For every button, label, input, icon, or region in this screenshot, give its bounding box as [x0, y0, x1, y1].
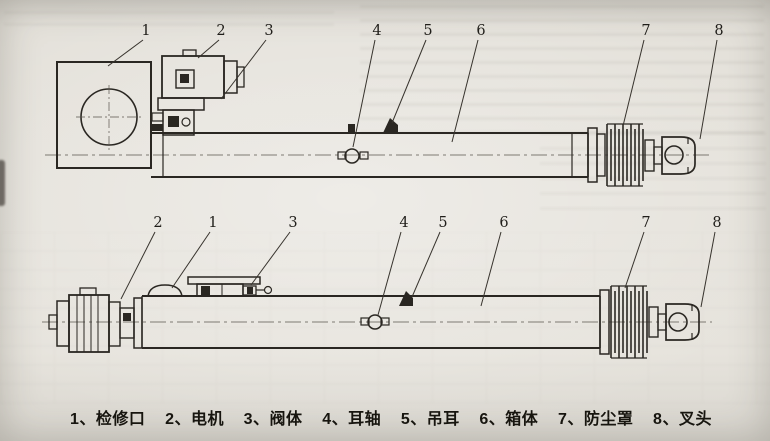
lifting-lug-bottom-view — [399, 291, 413, 306]
callout-bottom-1: 1 — [208, 215, 218, 231]
callout-top-5: 5 — [423, 23, 433, 39]
scan-edge-mark — [0, 160, 5, 206]
caption-item-7: 7、防尘罩 — [557, 411, 634, 428]
caption-item-2: 2、电机 — [165, 411, 224, 428]
callout-bottom-3: 3 — [288, 215, 298, 231]
trunnion-top-view — [337, 124, 369, 164]
callout-bottom-6: 6 — [499, 215, 509, 231]
callout-bottom-7: 7 — [641, 215, 651, 231]
dust-cover-bottom-view — [599, 285, 648, 359]
callout-top-6: 6 — [476, 23, 486, 39]
callout-bottom-2: 2 — [153, 215, 163, 231]
motor-bottom-view — [48, 287, 143, 353]
parts-caption: 1、检修口 2、电机 3、阀体 4、耳轴 5、吊耳 6、箱体 7、防尘罩 8、叉… — [70, 405, 712, 429]
trunnion-bottom-view — [360, 314, 390, 330]
callout-top-4: 4 — [372, 23, 382, 39]
callout-top-7: 7 — [641, 23, 651, 39]
callout-top-1: 1 — [141, 23, 151, 39]
callout-top-3: 3 — [264, 23, 274, 39]
callout-bottom-5: 5 — [438, 215, 448, 231]
dust-cover-top-view — [587, 123, 644, 187]
fork-head-top-view — [644, 136, 696, 175]
housing-box — [56, 61, 152, 169]
caption-item-1: 1、检修口 — [70, 411, 146, 428]
leader-lines-bottom — [120, 231, 716, 316]
callout-bottom-4: 4 — [399, 215, 409, 231]
motor-top-view — [161, 49, 245, 99]
caption-item-8: 8、叉头 — [653, 411, 712, 428]
lifting-lug-top-view — [383, 118, 398, 133]
fork-head-bottom-view — [648, 303, 700, 341]
callout-top-8: 8 — [714, 23, 724, 39]
valve-body-bottom-view — [187, 276, 273, 297]
callout-top-2: 2 — [216, 23, 226, 39]
caption-item-5: 5、吊耳 — [400, 411, 460, 428]
caption-item-6: 6、箱体 — [479, 411, 539, 428]
top-view-drawing — [45, 39, 718, 187]
bottom-view-drawing — [42, 231, 716, 359]
caption-item-4: 4、耳轴 — [322, 411, 382, 428]
leader-lines-top — [107, 39, 718, 148]
valve-body-top-view — [151, 97, 205, 136]
inspection-port-bottom-view — [144, 284, 186, 297]
caption-item-3: 3、阀体 — [243, 411, 303, 428]
callout-bottom-8: 8 — [712, 215, 722, 231]
